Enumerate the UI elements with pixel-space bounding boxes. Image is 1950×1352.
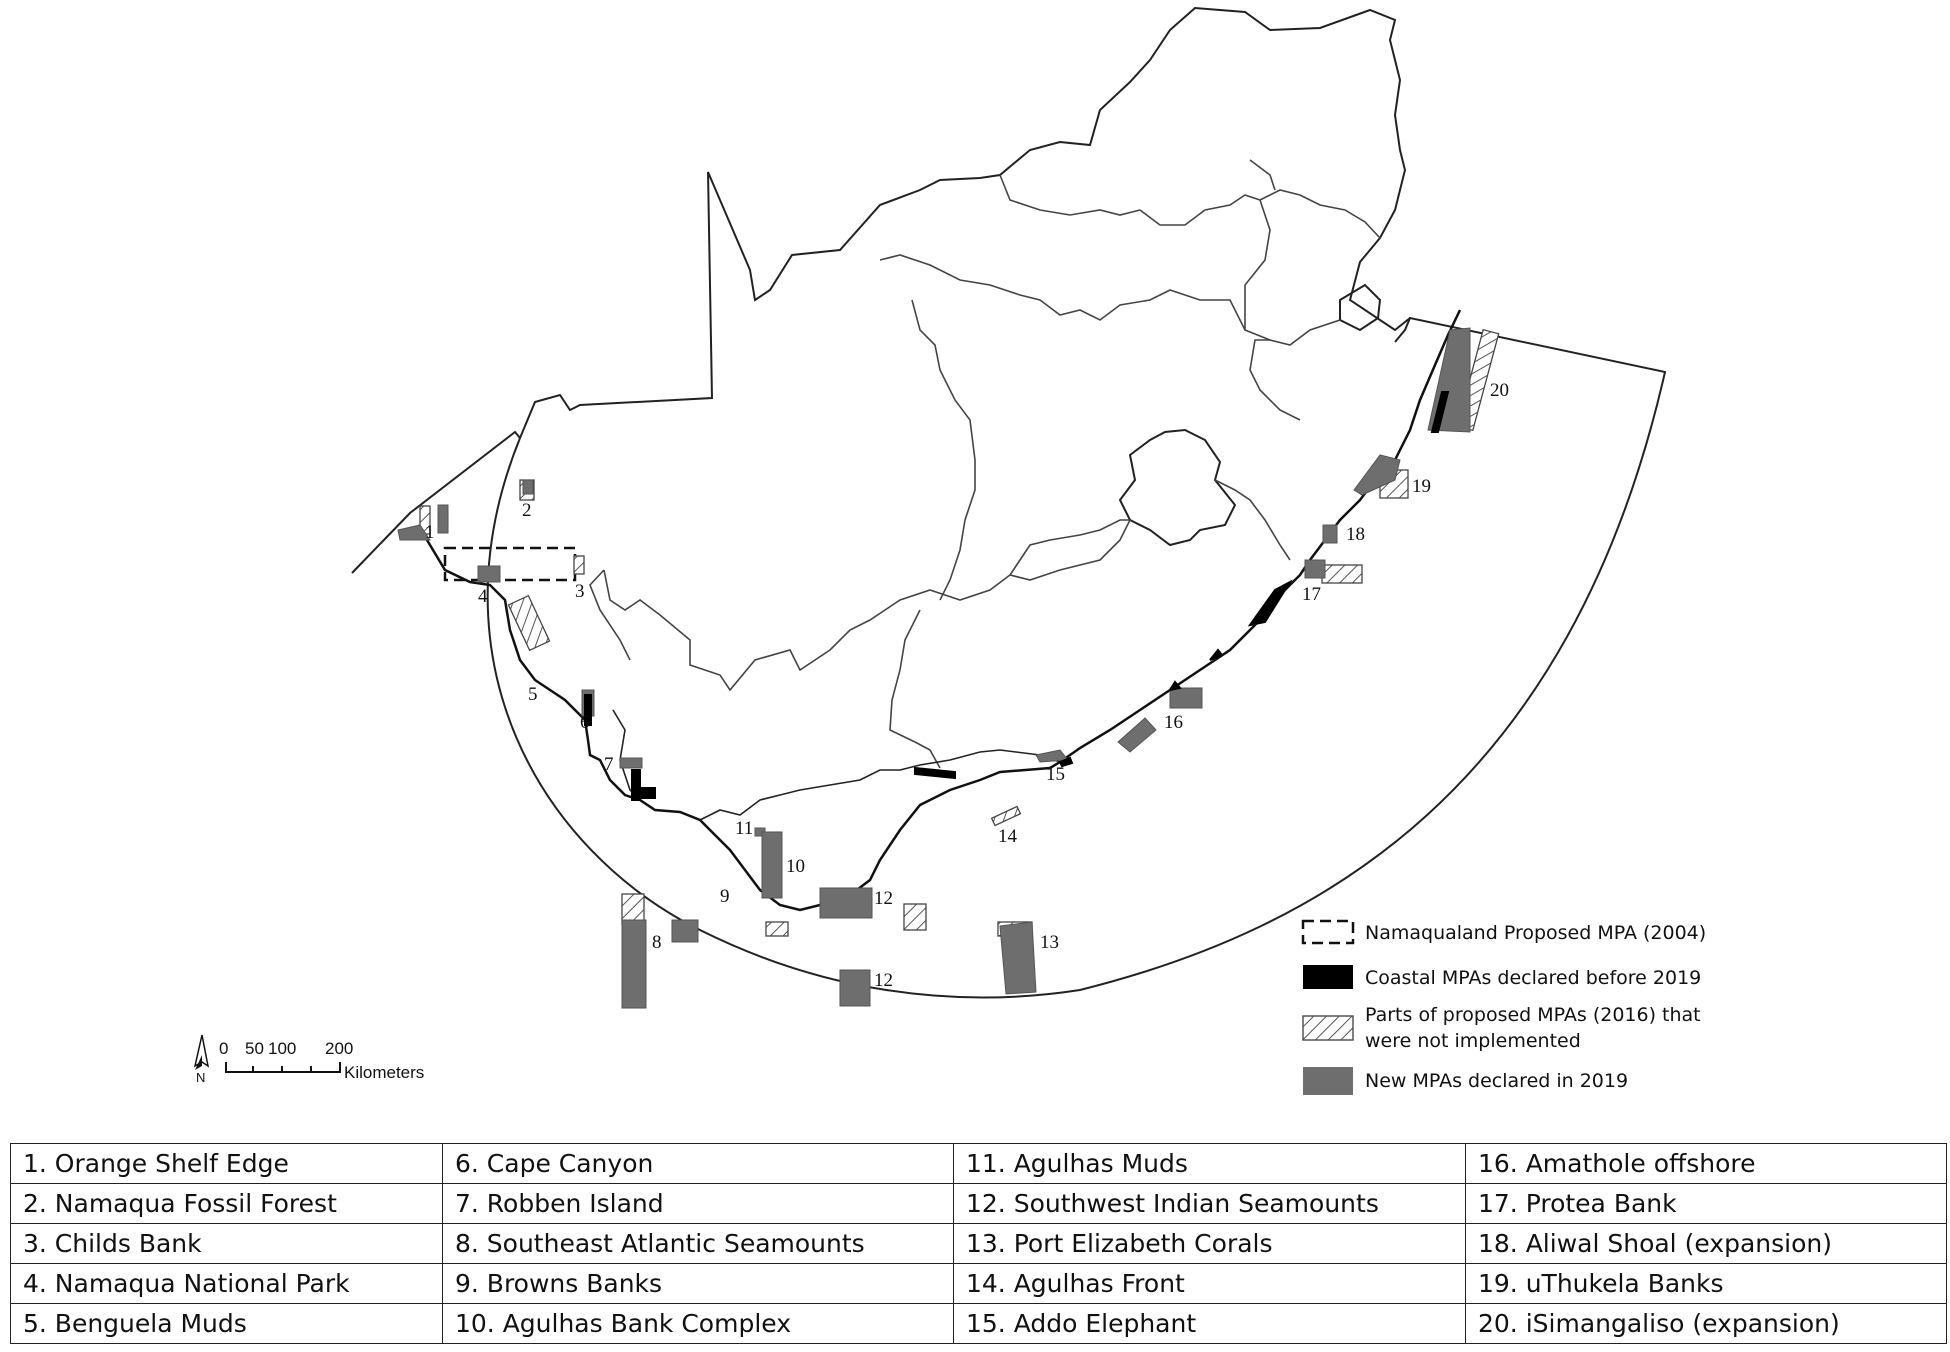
area-label-19: 19	[1412, 476, 1431, 497]
table-cell: 9. Browns Banks	[442, 1263, 954, 1304]
table-cell: 16. Amathole offshore	[1465, 1143, 1947, 1184]
scale-unit: Kilometers	[344, 1063, 424, 1082]
area-label-3: 3	[575, 581, 585, 602]
area-label-1: 1	[425, 522, 435, 543]
legend-label-hatched-line2: were not implemented	[1365, 1030, 1581, 1052]
area-label-12b: 12	[874, 970, 893, 991]
scale-tick-100: 100	[268, 1039, 296, 1058]
legend-swatch-black	[1303, 965, 1353, 989]
hatched-areas	[419, 328, 1500, 937]
table-row: 4. Namaqua National Park 9. Browns Banks…	[10, 1263, 1947, 1304]
area-label-9: 9	[720, 886, 730, 907]
area-labels: 1 2 3 4 5 6 7 8 9 10 11 12 12 13 14 15 1…	[425, 380, 1509, 991]
new-mpas-2019	[397, 327, 1471, 1009]
eez-boundary	[351, 316, 1667, 999]
province-boundaries	[589, 159, 1381, 769]
legend-swatch-hatched	[1302, 1015, 1354, 1041]
table-row: 5. Benguela Muds 10. Agulhas Bank Comple…	[10, 1303, 1947, 1344]
mpa-map: 1 2 3 4 5 6 7 8 9 10 11 12 12 13 14 15 1…	[193, 6, 1706, 1095]
table-cell: 13. Port Elizabeth Corals	[953, 1223, 1466, 1264]
table-cell: 11. Agulhas Muds	[953, 1143, 1466, 1184]
legend-swatch-grey	[1303, 1067, 1353, 1095]
table-cell: 18. Aliwal Shoal (expansion)	[1465, 1223, 1947, 1264]
area-label-15: 15	[1046, 764, 1065, 785]
area-label-8: 8	[652, 932, 662, 953]
area-label-18: 18	[1346, 524, 1365, 545]
area-label-10: 10	[786, 856, 805, 877]
area-label-7: 7	[604, 754, 614, 775]
legend-label-grey: New MPAs declared in 2019	[1365, 1070, 1628, 1092]
table-cell: 3. Childs Bank	[10, 1223, 443, 1264]
table-cell: 15. Addo Elephant	[953, 1303, 1466, 1344]
table-cell: 2. Namaqua Fossil Forest	[10, 1183, 443, 1224]
area-label-13: 13	[1040, 932, 1059, 953]
table-cell: 19. uThukela Banks	[1465, 1263, 1947, 1304]
legend-label-black: Coastal MPAs declared before 2019	[1365, 967, 1701, 989]
lesotho-outline	[1118, 428, 1237, 547]
area-label-17: 17	[1302, 584, 1321, 605]
coastline	[416, 309, 1462, 912]
table-cell: 7. Robben Island	[442, 1183, 954, 1224]
country-outline	[519, 6, 1411, 439]
namaqualand-proposed-mpa	[443, 546, 577, 582]
area-label-11: 11	[735, 818, 753, 839]
area-label-20: 20	[1490, 380, 1509, 401]
area-label-6: 6	[580, 712, 590, 733]
table-cell: 10. Agulhas Bank Complex	[442, 1303, 954, 1344]
legend: Namaqualand Proposed MPA (2004) Coastal …	[1301, 919, 1706, 1095]
table-cell: 6. Cape Canyon	[442, 1143, 954, 1184]
area-label-16: 16	[1164, 712, 1183, 733]
table-cell: 1. Orange Shelf Edge	[10, 1143, 443, 1184]
table-cell: 20. iSimangaliso (expansion)	[1465, 1303, 1947, 1344]
table-cell: 17. Protea Bank	[1465, 1183, 1947, 1224]
table-cell: 12. Southwest Indian Seamounts	[953, 1183, 1466, 1224]
table-row: 3. Childs Bank 8. Southeast Atlantic Sea…	[10, 1223, 1947, 1264]
scale-tick-200: 200	[325, 1039, 353, 1058]
legend-swatch-dashed	[1301, 919, 1355, 945]
coastal-mpas-pre-2019	[584, 391, 1450, 801]
table-cell: 5. Benguela Muds	[10, 1303, 443, 1344]
area-label-12a: 12	[874, 888, 893, 909]
north-label: N	[196, 1070, 205, 1085]
north-arrow: N	[193, 1034, 210, 1085]
table-row: 1. Orange Shelf Edge 6. Cape Canyon 11. …	[10, 1143, 1947, 1184]
table-row: 2. Namaqua Fossil Forest 7. Robben Islan…	[10, 1183, 1947, 1224]
area-label-5: 5	[528, 684, 538, 705]
area-label-2: 2	[522, 500, 532, 521]
area-label-14: 14	[998, 826, 1018, 847]
legend-label-dashed: Namaqualand Proposed MPA (2004)	[1365, 922, 1706, 944]
table-cell: 8. Southeast Atlantic Seamounts	[442, 1223, 954, 1264]
scale-bar: 0 50 100 200 Kilometers	[219, 1039, 424, 1082]
inner-coast	[612, 709, 1061, 821]
mpa-names-table: 1. Orange Shelf Edge 6. Cape Canyon 11. …	[10, 1143, 1947, 1344]
area-label-4: 4	[478, 586, 488, 607]
legend-label-hatched-line1: Parts of proposed MPAs (2016) that	[1365, 1004, 1701, 1026]
table-cell: 14. Agulhas Front	[953, 1263, 1466, 1304]
scale-tick-50: 50	[245, 1039, 264, 1058]
table-cell: 4. Namaqua National Park	[10, 1263, 443, 1304]
scale-tick-0: 0	[219, 1039, 228, 1058]
